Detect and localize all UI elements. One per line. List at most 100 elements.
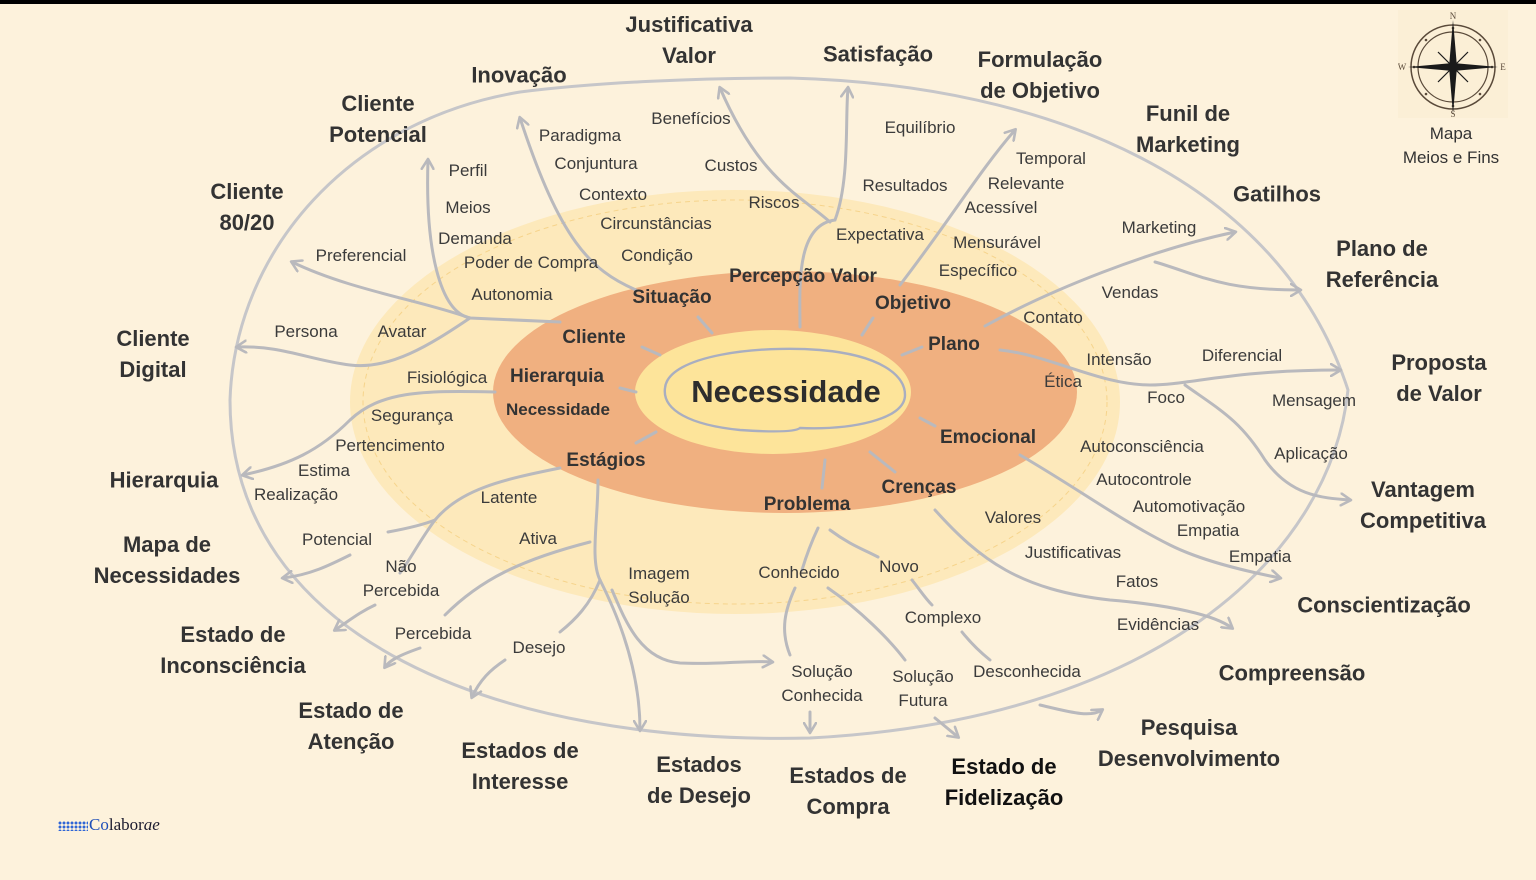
attr-poder-de-compra: Poder de Compra [463,253,599,272]
attr-riscos: Riscos [748,193,800,212]
attr-fatos: Fatos [1115,572,1159,591]
outer-hierarquia: Hierarquia [109,467,219,493]
attr-complexo: Complexo [904,608,982,627]
outer-inovacao: Inovação [471,62,567,88]
attr-especifico: Específico [938,261,1018,280]
outer-boundary [228,76,1350,740]
attr-mensagem: Mensagem [1271,391,1357,410]
attr-expectativa: Expectativa [836,225,924,244]
ring-label-crencas: Crenças [881,477,957,498]
attr-diferencial: Diferencial [1201,346,1283,365]
attr-percebida: Percebida [394,624,472,643]
attr-contexto: Contexto [578,185,648,204]
attr-automotivacao: Automotivação [1132,497,1246,516]
ring-label-situacao: Situação [632,287,712,308]
attr-latente: Latente [480,488,538,507]
attr-realizacao: Realização [253,485,339,504]
svg-text:N: N [1450,11,1457,21]
attr-autonomia: Autonomia [471,285,553,304]
attr-solucao-futura-l2: Futura [898,691,948,710]
attr-autocontrole: Autocontrole [1096,470,1192,489]
attr-desejo: Desejo [512,638,566,657]
logo-dots-icon [58,821,88,832]
attr-conjuntura: Conjuntura [554,154,638,173]
attr-intensao: Intensão [1086,350,1152,369]
outer-conscientizacao: Conscientização [1297,592,1471,618]
attr-custos: Custos [704,156,758,175]
center-label-necessidade: Necessidade [691,374,881,409]
attr-avatar: Avatar [377,322,427,341]
attr-empatia-1: Empatia [1176,521,1240,540]
svg-text:W: W [1398,62,1407,72]
attr-resultados: Resultados [862,176,948,195]
ring-label-percepcao-valor: Percepção Valor [729,266,877,287]
attr-meios: Meios [445,198,491,217]
svg-text:S: S [1450,109,1455,118]
ring-label-hierarquia: Hierarquia [510,366,604,387]
attr-nao-percebida-l2: Percebida [362,581,440,600]
attr-empatia-2: Empatia [1228,547,1292,566]
outer-satisfacao: Satisfação [822,41,934,67]
attr-equilibrio: Equilíbrio [884,118,956,137]
attr-foco: Foco [1147,388,1185,407]
attr-justificativas: Justificativas [1024,543,1122,562]
ring-label-emocional: Emocional [939,427,1037,448]
attr-beneficios: Benefícios [651,109,731,128]
attr-preferencial: Preferencial [315,246,407,265]
attr-persona: Persona [274,322,338,341]
attr-seguranca: Segurança [370,406,454,425]
attr-solucao-conhecida-l2: Conhecida [781,686,863,705]
attr-fisiologica: Fisiológica [406,368,488,387]
ring-label-cliente: Cliente [562,327,626,348]
attr-temporal: Temporal [1016,149,1086,168]
ring-label-problema: Problema [763,494,851,515]
attr-vendas: Vendas [1101,283,1159,302]
attr-solucao-conhecida-l1: Solução [791,662,853,681]
attr-desconhecida: Desconhecida [973,662,1081,681]
attr-aplicacao: Aplicação [1274,444,1348,463]
attr-circunstancias: Circunstâncias [600,214,712,233]
attr-relevante: Relevante [987,174,1065,193]
compass-icon: N S W E [1398,11,1507,119]
attr-ativa: Ativa [519,529,557,548]
attr-imagem-solucao-l1: Imagem [628,564,690,583]
attr-novo: Novo [879,557,919,576]
attr-marketing: Marketing [1121,218,1197,237]
attr-autoconsciencia: Autoconsciência [1080,437,1204,456]
attr-solucao-futura-l1: Solução [892,667,954,686]
attr-demanda: Demanda [438,229,512,248]
attr-potencial: Potencial [302,530,372,549]
attr-acessivel: Acessível [964,198,1038,217]
ring-label-estagios: Estágios [566,450,646,471]
ring-label-plano: Plano [928,334,980,355]
colaborae-logo: Colaborae [58,815,160,835]
attr-perfil: Perfil [448,161,488,180]
top-black-bar [0,0,1536,4]
attr-imagem-solucao-l2: Solução [628,588,690,607]
attr-condicao: Condição [621,246,693,265]
attr-estima: Estima [298,461,350,480]
svg-text:E: E [1500,62,1506,72]
ring-label-objetivo: Objetivo [874,293,952,314]
attr-mensuravel: Mensurável [953,233,1041,252]
outer-gatilhos: Gatilhos [1232,181,1322,207]
attr-contato: Contato [1023,308,1083,327]
attr-pertencimento: Pertencimento [335,436,445,455]
